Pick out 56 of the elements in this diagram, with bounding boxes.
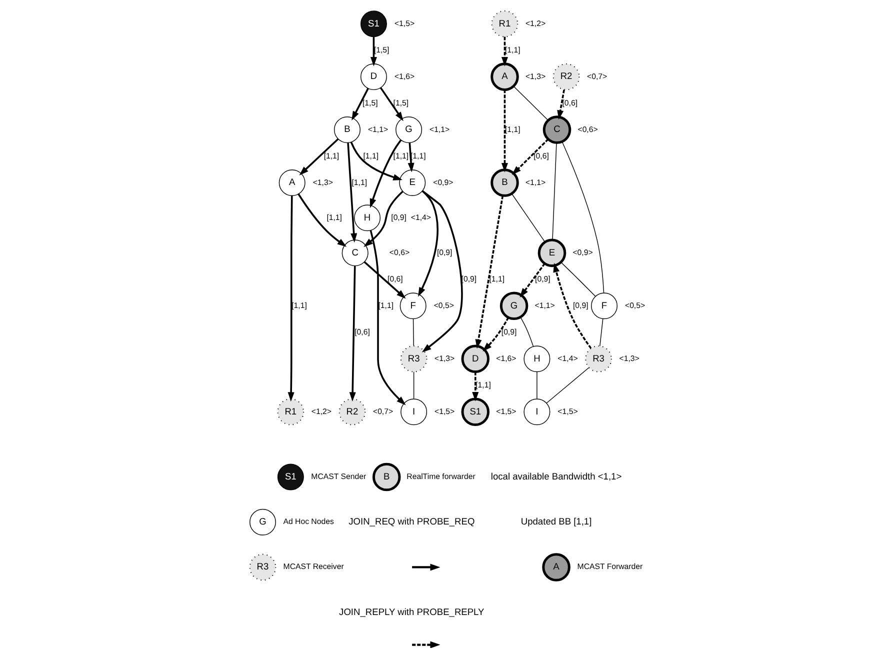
edge-label: [1,1]	[362, 151, 378, 160]
node-label: <0,6>	[577, 124, 598, 134]
node-label: <1,5>	[557, 406, 578, 416]
edge-label: [0,6]	[387, 274, 402, 284]
edge-label: [1,1]	[392, 151, 408, 160]
edge-label: [0,9]	[572, 300, 588, 310]
node-label: <1,4>	[557, 354, 578, 363]
edge-label: [0,9]	[534, 274, 550, 284]
edge-label: [0,6]	[562, 98, 578, 108]
node-label: <1,1>	[429, 124, 450, 134]
node-label: <1,1>	[534, 300, 554, 310]
node-label: <1,5>	[394, 18, 414, 28]
node-label: <0,9>	[432, 178, 453, 187]
legend-label: JOIN_REQ with PROBE_REQ	[348, 516, 474, 527]
node-label: <0,7>	[586, 72, 607, 81]
node-label: <1,3>	[312, 178, 332, 187]
node-label: <0,9>	[572, 248, 592, 257]
node-label: <1,2>	[310, 406, 332, 416]
node-label: <1,6>	[496, 354, 516, 363]
node-label: <1,5>	[434, 406, 454, 416]
node-label: MCAST Forwarder	[576, 562, 642, 572]
node-label: <1,3>	[434, 354, 454, 363]
node-label: Ad Hoc Nodes	[282, 517, 334, 526]
node-label: <1,3>	[618, 354, 639, 363]
edge-label: [1,1]	[504, 45, 520, 54]
node-label: <0,6>	[388, 248, 410, 257]
node-label: <1,1>	[367, 124, 388, 134]
edge-label: [0,6]	[533, 151, 548, 160]
edge-label: [1,1]	[488, 274, 504, 284]
edge-label: [1,1]	[326, 212, 342, 222]
edge-label: [1,1]	[351, 178, 367, 187]
node-label: RealTime forwarder	[406, 472, 475, 482]
edge-label: [1,1]	[475, 380, 490, 390]
edge-label: [1,1]	[504, 124, 520, 134]
node-label: MCAST Receiver	[282, 562, 344, 572]
edge-label: [0,9]	[500, 327, 516, 336]
node-label: <1,3>	[524, 72, 546, 81]
node-label: <0,5>	[624, 300, 645, 310]
node-label: <0,7>	[372, 406, 393, 416]
node-label: <1,2>	[524, 18, 546, 28]
node-label: <1,6>	[394, 72, 414, 81]
edge-label: [1,5]	[373, 45, 389, 54]
edge-label: [1,5]	[362, 98, 378, 108]
edge-label: [1,1]	[323, 151, 339, 160]
legend-label: JOIN_REPLY with PROBE_REPLY	[338, 606, 484, 617]
node-label: MCAST Sender	[310, 472, 366, 482]
edge-label: [1,5]	[392, 98, 408, 108]
edge-label: [0,6]	[354, 327, 370, 336]
node-label: <1,4>	[410, 212, 431, 222]
label: local available Bandwidth <1,1>	[490, 471, 622, 482]
node-label: <1,5>	[496, 406, 516, 416]
node-label: <0,5>	[433, 300, 454, 310]
node-label: <1,1>	[524, 178, 546, 187]
edge-label: [0,9]	[436, 248, 452, 257]
edge-label: [0,9]	[390, 212, 406, 222]
label: Updated BB [1,1]	[520, 516, 592, 527]
